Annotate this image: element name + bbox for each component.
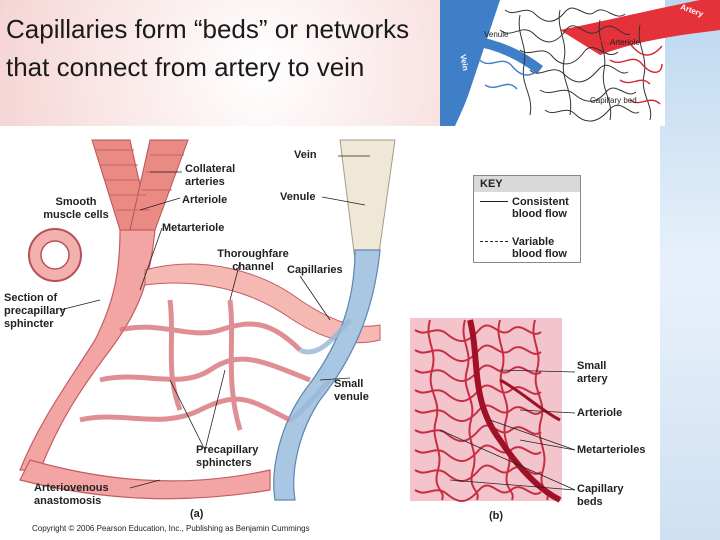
label-thoroughfare-channel: Thoroughfare channel xyxy=(217,248,289,273)
inset-capillary-bed-label: Capillary bed xyxy=(590,96,637,105)
label-metarterioles: Metarterioles xyxy=(577,444,646,456)
label-precapillary-sphincters: Precapillary sphincters xyxy=(196,444,259,469)
key-legend: KEY Consistent blood flow Variable blood… xyxy=(473,175,581,263)
dashed-arrow-icon xyxy=(480,241,508,242)
label-arteriovenous-anastomosis: Arteriovenous anastomosis xyxy=(34,482,109,507)
key-consistent-label: Consistent blood flow xyxy=(512,196,569,220)
label-capillaries: Capillaries xyxy=(287,264,343,276)
label-b-arteriole: Arteriole xyxy=(577,407,623,419)
label-vein: Vein xyxy=(294,149,317,161)
inset-venule-label: Venule xyxy=(484,30,509,39)
part-label-b: (b) xyxy=(489,510,504,522)
label-arteriole: Arteriole xyxy=(182,194,228,206)
label-smooth-muscle-cells: Smooth muscle cells xyxy=(43,196,109,221)
solid-arrow-icon xyxy=(480,201,508,202)
slide-title: Capillaries form “beds” or networks that… xyxy=(6,14,410,82)
label-section-precapillary-sphincter: Section of precapillary sphincter xyxy=(4,292,66,330)
label-small-artery: Small artery xyxy=(577,360,608,385)
label-metarteriole: Metarteriole xyxy=(162,222,225,234)
label-venule: Venule xyxy=(280,191,316,203)
inset-arteriole-label: Arteriole xyxy=(610,38,640,47)
key-variable-label: Variable blood flow xyxy=(512,236,567,260)
part-label-a: (a) xyxy=(190,508,204,520)
slide-right-edge xyxy=(660,0,720,540)
label-small-venule: Small venule xyxy=(334,378,369,403)
copyright-notice: Copyright © 2006 Pearson Education, Inc.… xyxy=(32,524,310,533)
label-capillary-beds: Capillary beds xyxy=(577,483,624,508)
key-heading: KEY xyxy=(474,176,580,192)
label-collateral-arteries: Collateral arteries xyxy=(185,163,236,188)
